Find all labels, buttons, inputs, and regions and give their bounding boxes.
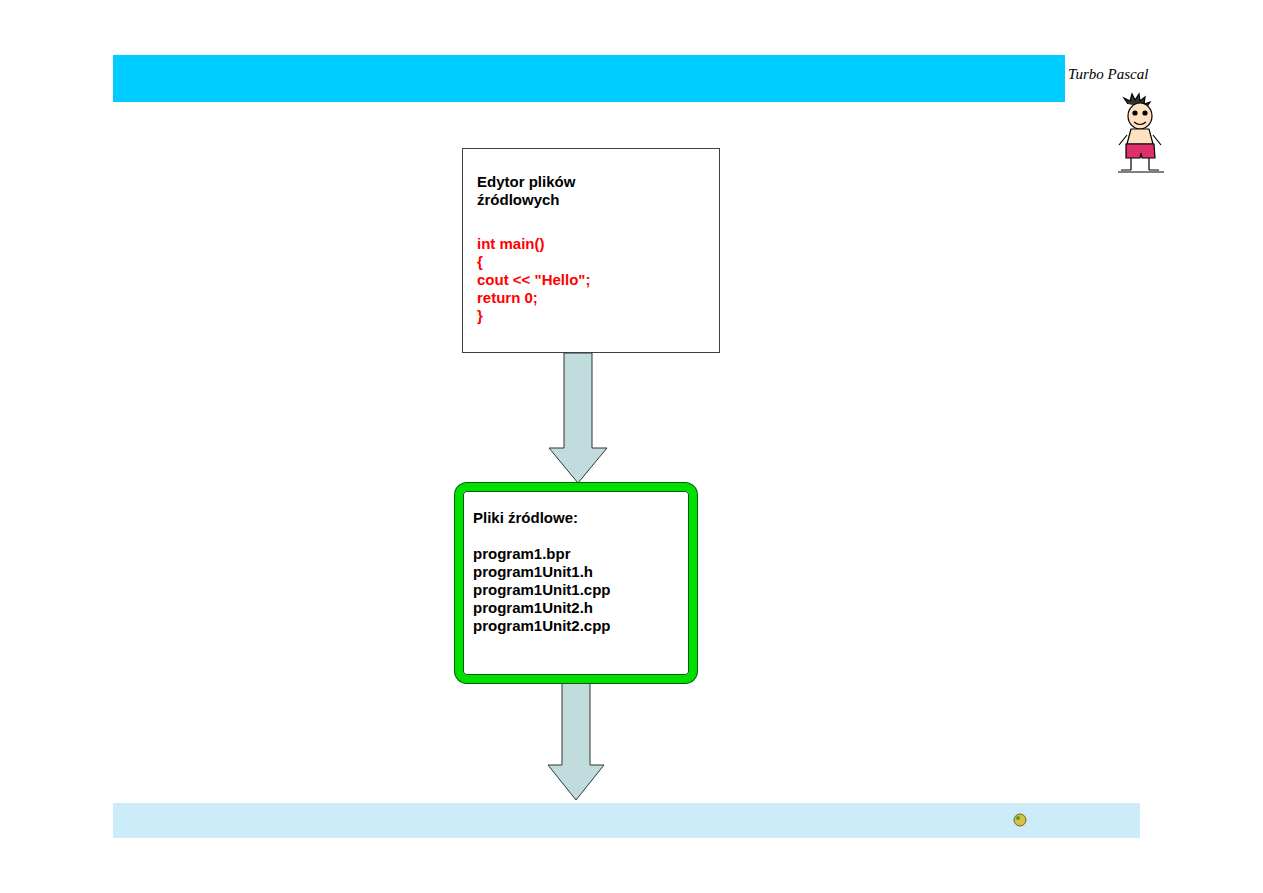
footer-bar <box>113 803 1140 838</box>
footer-icon <box>1014 814 1026 826</box>
box-line: int main() <box>477 235 705 253</box>
box-line: } <box>477 307 705 325</box>
editor-box: Edytor plików źródlowych int main(){cout … <box>462 148 720 353</box>
box-heading: Edytor plików źródlowych <box>477 173 617 209</box>
box-line: { <box>477 253 705 271</box>
box-line: program1Unit1.h <box>473 563 679 581</box>
source-files-box: Pliki źródlowe:program1.bprprogram1Unit1… <box>455 483 697 683</box>
box-line: program1Unit1.cpp <box>473 581 679 599</box>
box-heading: Pliki źródlowe: <box>473 509 679 527</box>
block-arrow <box>549 353 607 483</box>
box-line: return 0; <box>477 289 705 307</box>
cartoon-figure <box>1118 94 1164 172</box>
box-line: program1Unit2.h <box>473 599 679 617</box>
title-bar <box>113 55 1065 102</box>
product-logo-text: Turbo Pascal <box>1068 66 1148 83</box>
down-arrow <box>548 683 604 800</box>
box-line: cout << "Hello"; <box>477 271 705 289</box>
box-line: program1Unit2.cpp <box>473 617 679 635</box>
box-line: program1.bpr <box>473 545 679 563</box>
